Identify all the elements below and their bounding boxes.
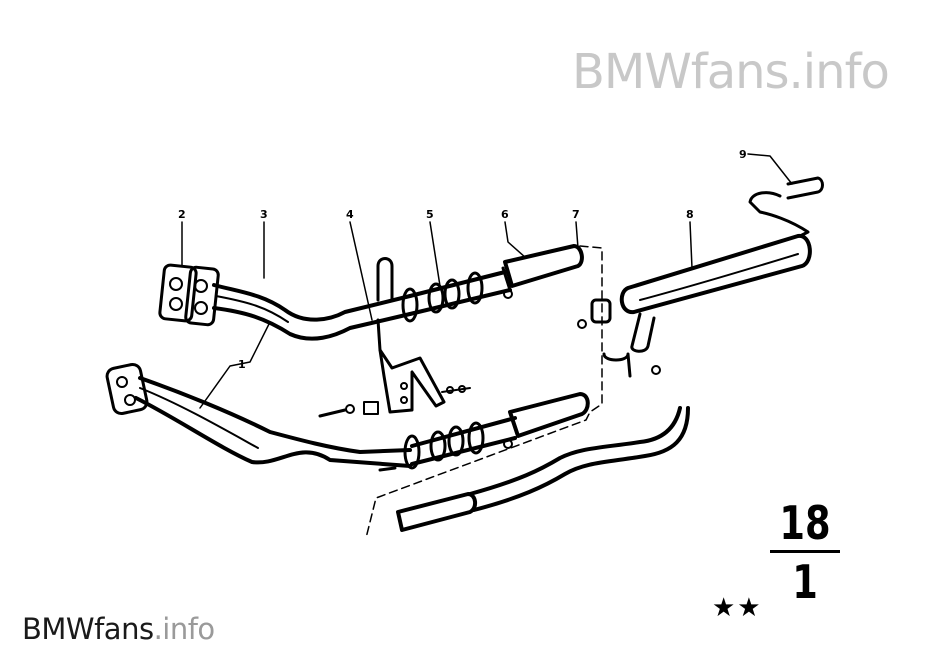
watermark-bottom-suffix: .info [153,612,216,646]
lower-middle-section [378,392,590,472]
callout-9: 9 [739,148,747,161]
watermark-top-suffix: .info [788,44,890,100]
callout-8: 8 [686,208,694,221]
group-main-number: 18 [779,496,831,550]
rear-mount [577,298,661,378]
lower-front-pipe [105,362,412,468]
stars-rating: ★★ [712,592,763,622]
upper-front-pipe [158,263,412,341]
callout-6: 6 [501,208,509,221]
group-divider [770,550,840,553]
callout-1: 1 [238,358,246,371]
hanger-bracket [376,318,471,414]
callout-5: 5 [426,208,434,221]
assembly-boundary [365,245,603,539]
watermark-top: BMWfans.info [572,44,890,100]
leader-lines [181,153,793,409]
callout-3: 3 [260,208,268,221]
callout-2: 2 [178,208,186,221]
group-sub-number: 1 [792,555,818,609]
rear-silencer [619,176,824,353]
callout-4: 4 [346,208,354,221]
callout-labels: 2 3 4 5 6 7 8 9 1 [178,148,747,371]
bolt-set-left [318,401,379,418]
watermark-bottom: BMWfans.info [22,612,215,646]
watermark-bottom-brand: BMWfans [22,612,154,646]
upper-middle-section [401,244,584,323]
group-code: 18 1 [770,498,840,607]
watermark-top-brand: BMWfans [572,44,790,100]
callout-7: 7 [572,208,580,221]
lower-tail-pipe [396,406,690,532]
u-bolt-upper [376,257,394,302]
